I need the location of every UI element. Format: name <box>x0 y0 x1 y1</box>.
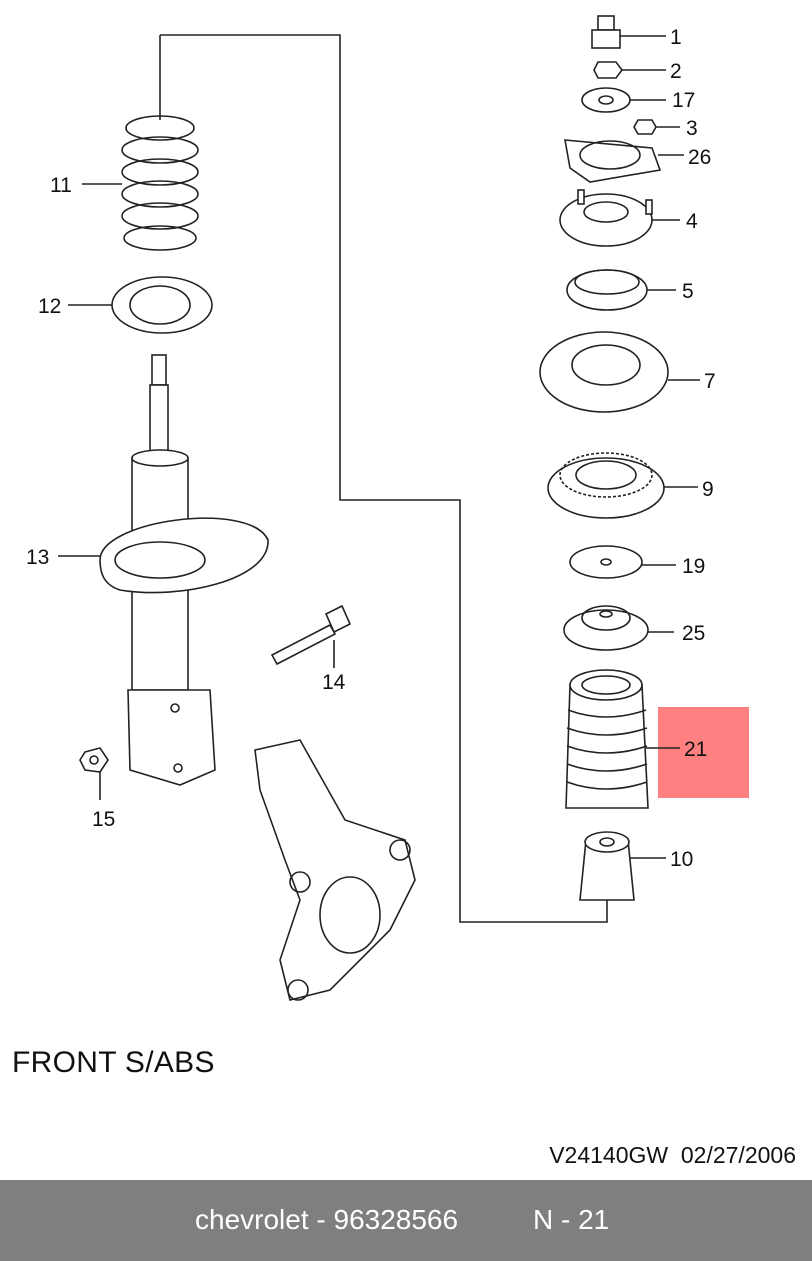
part-2-nut <box>593 61 623 79</box>
callout-26: 26 <box>688 146 711 169</box>
callout-10: 10 <box>670 848 693 871</box>
drawing-date: 02/27/2006 <box>680 1142 796 1168</box>
callout-25: 25 <box>682 622 705 645</box>
callout-5: 5 <box>682 280 694 303</box>
bolt <box>270 604 352 666</box>
callout-9: 9 <box>702 478 714 501</box>
part-25-cup <box>563 605 649 651</box>
spring-seat <box>111 276 213 334</box>
knuckle <box>127 689 416 1001</box>
callout-1: 1 <box>670 26 682 49</box>
part-17-washer <box>581 87 631 113</box>
exploded-strut-diagram: 1 2 17 3 26 4 5 7 9 19 25 21 10 11 12 13… <box>26 15 749 1001</box>
callout-15: 15 <box>92 808 115 831</box>
connector-lines <box>159 34 608 923</box>
callout-14: 14 <box>322 671 346 694</box>
callout-19: 19 <box>682 555 705 578</box>
callout-2: 2 <box>670 60 682 83</box>
part-4-strut-mount <box>559 189 653 247</box>
part-26-mount-plate <box>564 139 662 183</box>
diagram-title: FRONT S/ABS <box>12 1046 215 1079</box>
part-7-upper-seat <box>539 331 669 413</box>
footer-position-label: N - 21 <box>533 1204 610 1235</box>
callout-13: 13 <box>26 546 49 569</box>
callout-3: 3 <box>686 117 698 140</box>
callout-11: 11 <box>50 174 72 197</box>
callout-4: 4 <box>686 210 698 233</box>
footer-bar: chevrolet - 96328566 N - 21 <box>0 1180 812 1261</box>
part-5-bearing-ring <box>566 269 648 311</box>
callout-17: 17 <box>672 89 695 112</box>
drawing-code: V24140GW 02/27/2006 <box>549 1142 796 1169</box>
part-21-dust-boot <box>565 669 649 809</box>
part-3-nut <box>633 119 657 135</box>
callout-12: 12 <box>38 295 61 318</box>
nut <box>79 747 109 773</box>
coil-spring <box>121 115 199 251</box>
part-10-bump-stop <box>579 831 635 901</box>
strut-body <box>99 354 269 691</box>
callout-7: 7 <box>704 370 716 393</box>
drawing-code-id: V24140GW <box>549 1142 669 1168</box>
part-9-isolator <box>547 452 665 519</box>
footer-part-label: chevrolet - 96328566 <box>195 1204 459 1235</box>
part-1-cap <box>591 15 621 49</box>
highlight-box <box>658 707 749 798</box>
part-19-washer <box>569 545 643 579</box>
callout-21: 21 <box>684 738 707 761</box>
